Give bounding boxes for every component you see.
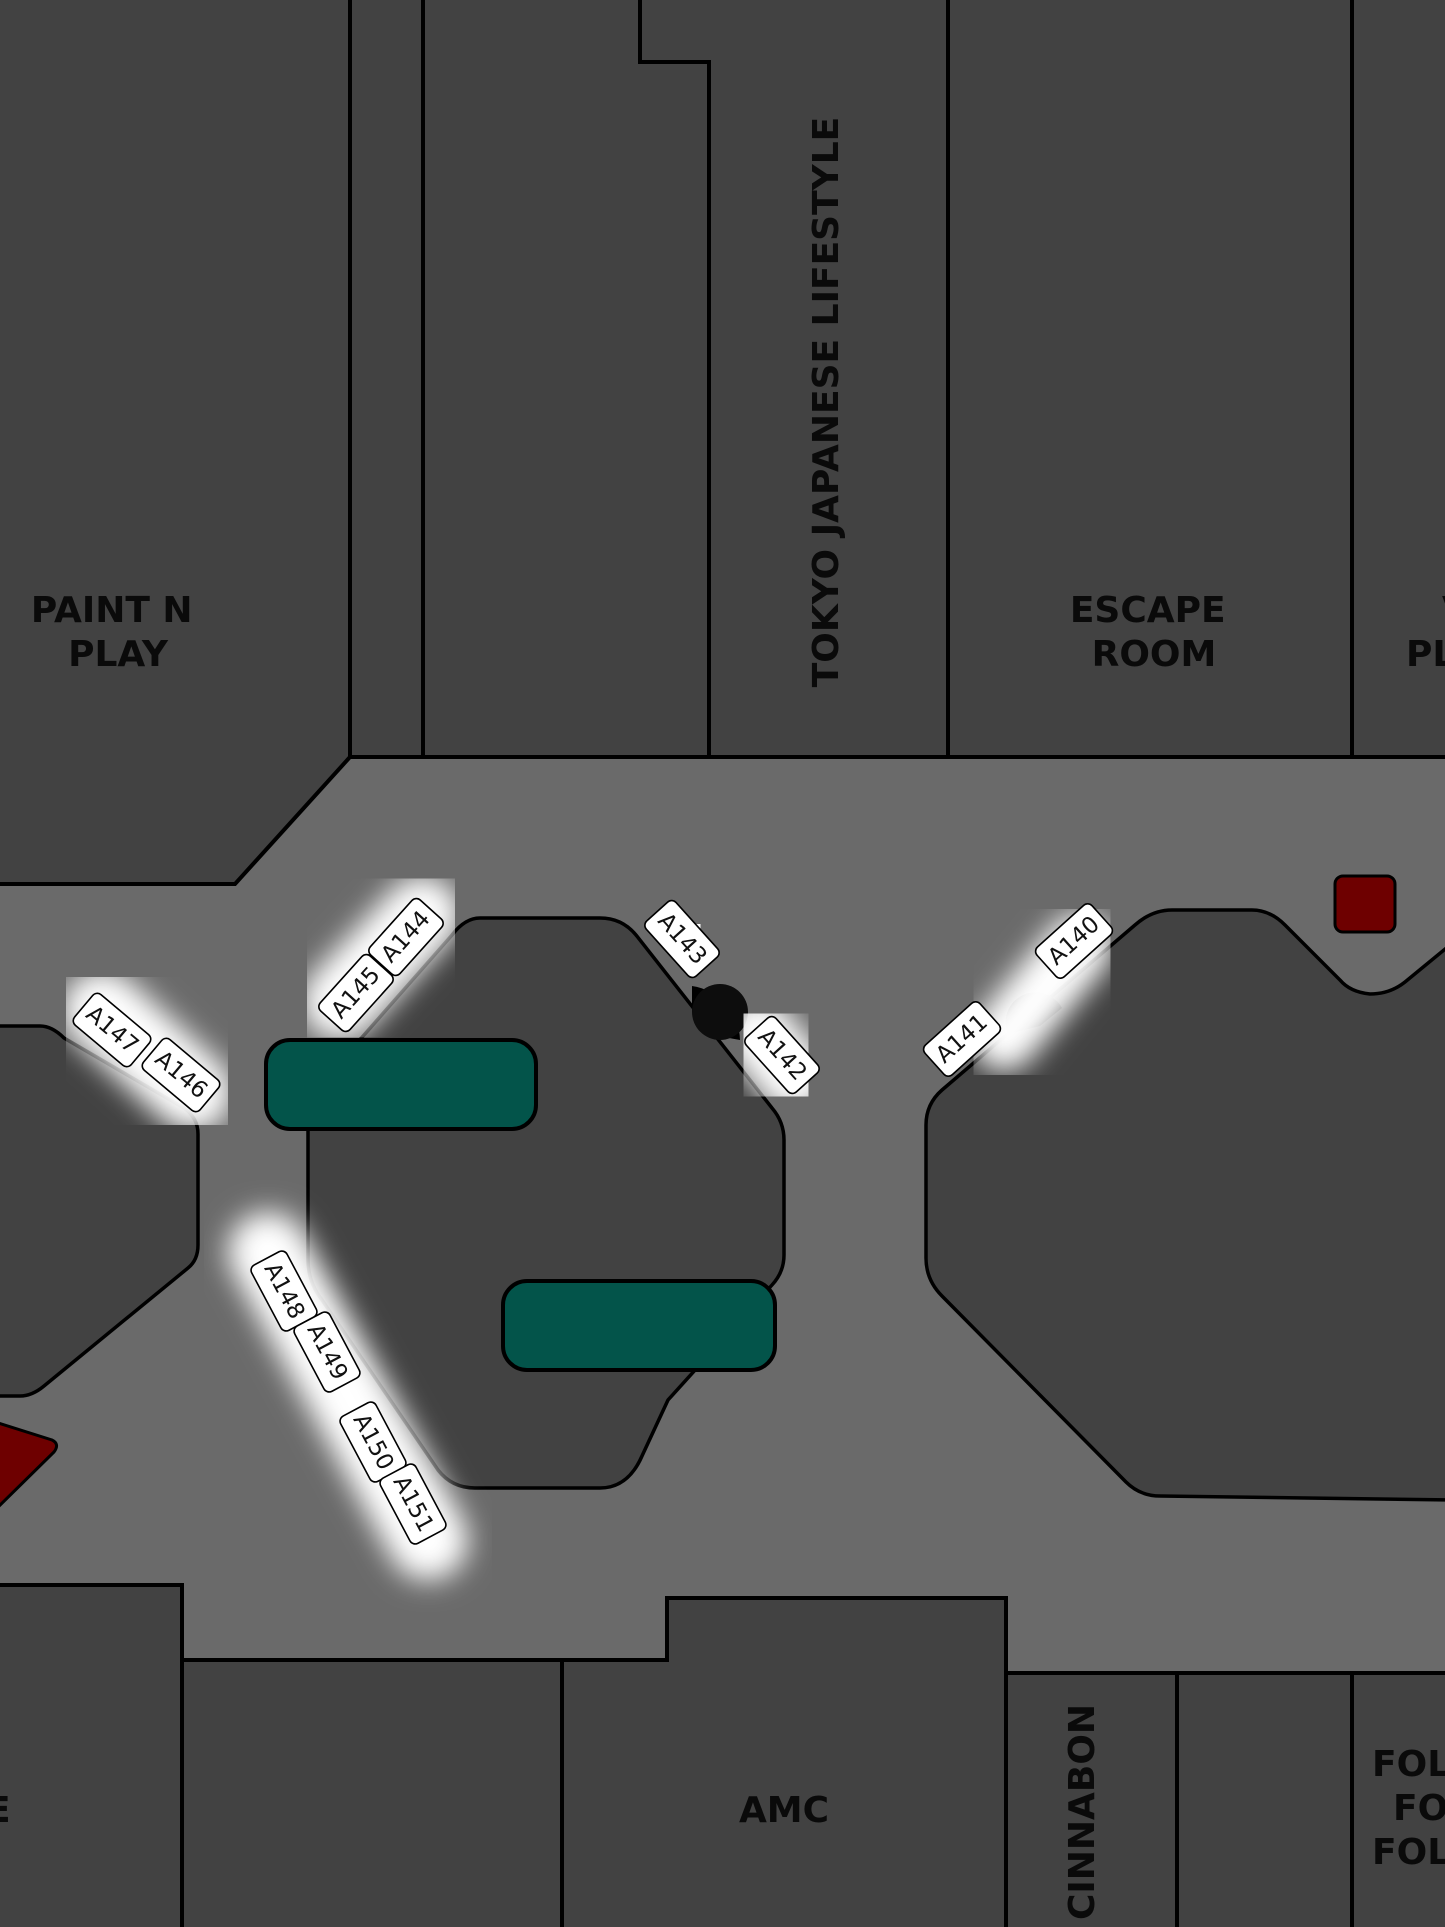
kiosk-right[interactable] [924,908,1445,1502]
kiosk-left[interactable] [0,1024,200,1398]
label-paint-n-play: PAINT N PLAY [31,590,205,675]
label-right-partial-top: V PL [1406,590,1445,675]
store-right-partial-top[interactable] [1350,0,1445,759]
label-right-partial-bottom-line1: FOL [1372,1744,1445,1785]
store-amc[interactable] [560,1596,1008,1927]
store-right-partial-bottom[interactable] [1350,1671,1445,1927]
bench-lower[interactable] [501,1279,777,1372]
label-escape-room: ESCAPE ROOM [1070,590,1238,675]
store-cinnabon[interactable] [1004,1671,1179,1927]
marker-red-arrow[interactable] [0,1422,59,1510]
store-tokyo-japanese-lifestyle[interactable] [638,0,950,759]
store-escape-room[interactable] [946,0,1354,759]
store-left-partial-bottom[interactable] [0,1583,184,1927]
store-narrow-b[interactable] [421,0,711,759]
store-bottom-b[interactable] [180,1658,564,1927]
booth-a150[interactable]: A150 [338,1400,408,1484]
label-right-partial-bottom-line2: FO [1393,1788,1445,1829]
label-right-partial-bottom-line3: FOL [1372,1832,1445,1873]
label-right-partial-top-line2: PL [1406,634,1445,675]
label-left-partial-bottom: E [0,1790,11,1831]
label-tokyo-japanese-lifestyle: TOKYO JAPANESE LIFESTYLE [806,117,847,688]
store-narrow-a[interactable] [348,0,425,759]
label-escape-room-line2: ROOM [1092,634,1217,675]
label-cinnabon: CINNABON [1062,1704,1103,1920]
label-amc: AMC [739,1790,829,1831]
bench-upper[interactable] [264,1038,538,1131]
label-right-partial-top-line1: V [1442,590,1445,631]
label-escape-room-line1: ESCAPE [1070,590,1226,631]
store-paint-n-play[interactable] [0,0,352,886]
label-right-partial-bottom: FOL FO FOL [1372,1744,1445,1873]
marker-red-square[interactable] [1333,874,1397,934]
label-paint-n-play-line2: PLAY [68,634,169,675]
label-paint-n-play-line1: PAINT N [31,590,193,631]
store-bottom-g[interactable] [1175,1671,1354,1927]
booth-a147[interactable]: A147 [71,991,153,1069]
